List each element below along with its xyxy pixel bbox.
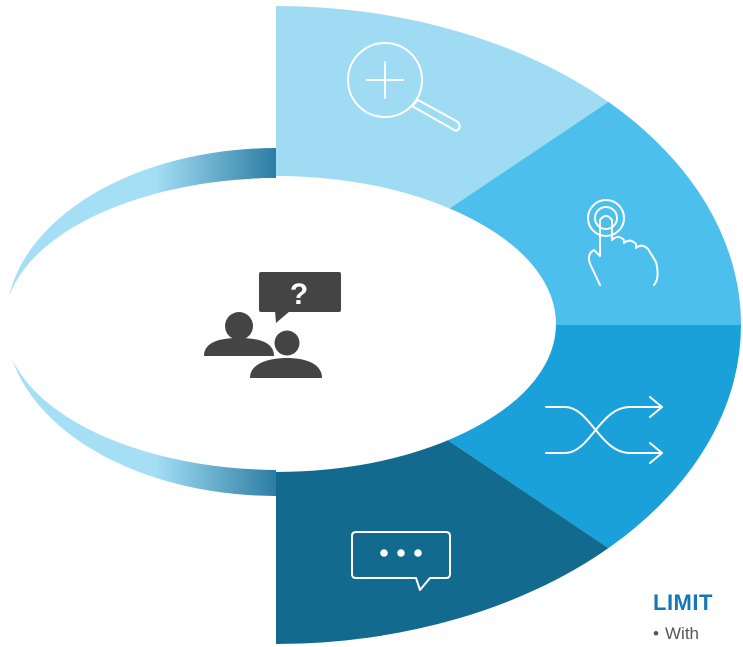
shuffle-icon <box>545 396 663 464</box>
center-oval-right <box>4 178 556 470</box>
question-mark: ? <box>290 278 308 311</box>
section-body: • With <box>653 624 699 644</box>
section-title: LIMIT <box>653 590 713 615</box>
hand-tap-icon <box>587 199 659 286</box>
section-body-text: With <box>665 624 699 643</box>
bullet-dot: • <box>653 624 659 643</box>
chat-bubble-icon <box>351 531 451 591</box>
people-question-icon <box>204 272 341 378</box>
zoom-in-icon <box>347 42 461 132</box>
